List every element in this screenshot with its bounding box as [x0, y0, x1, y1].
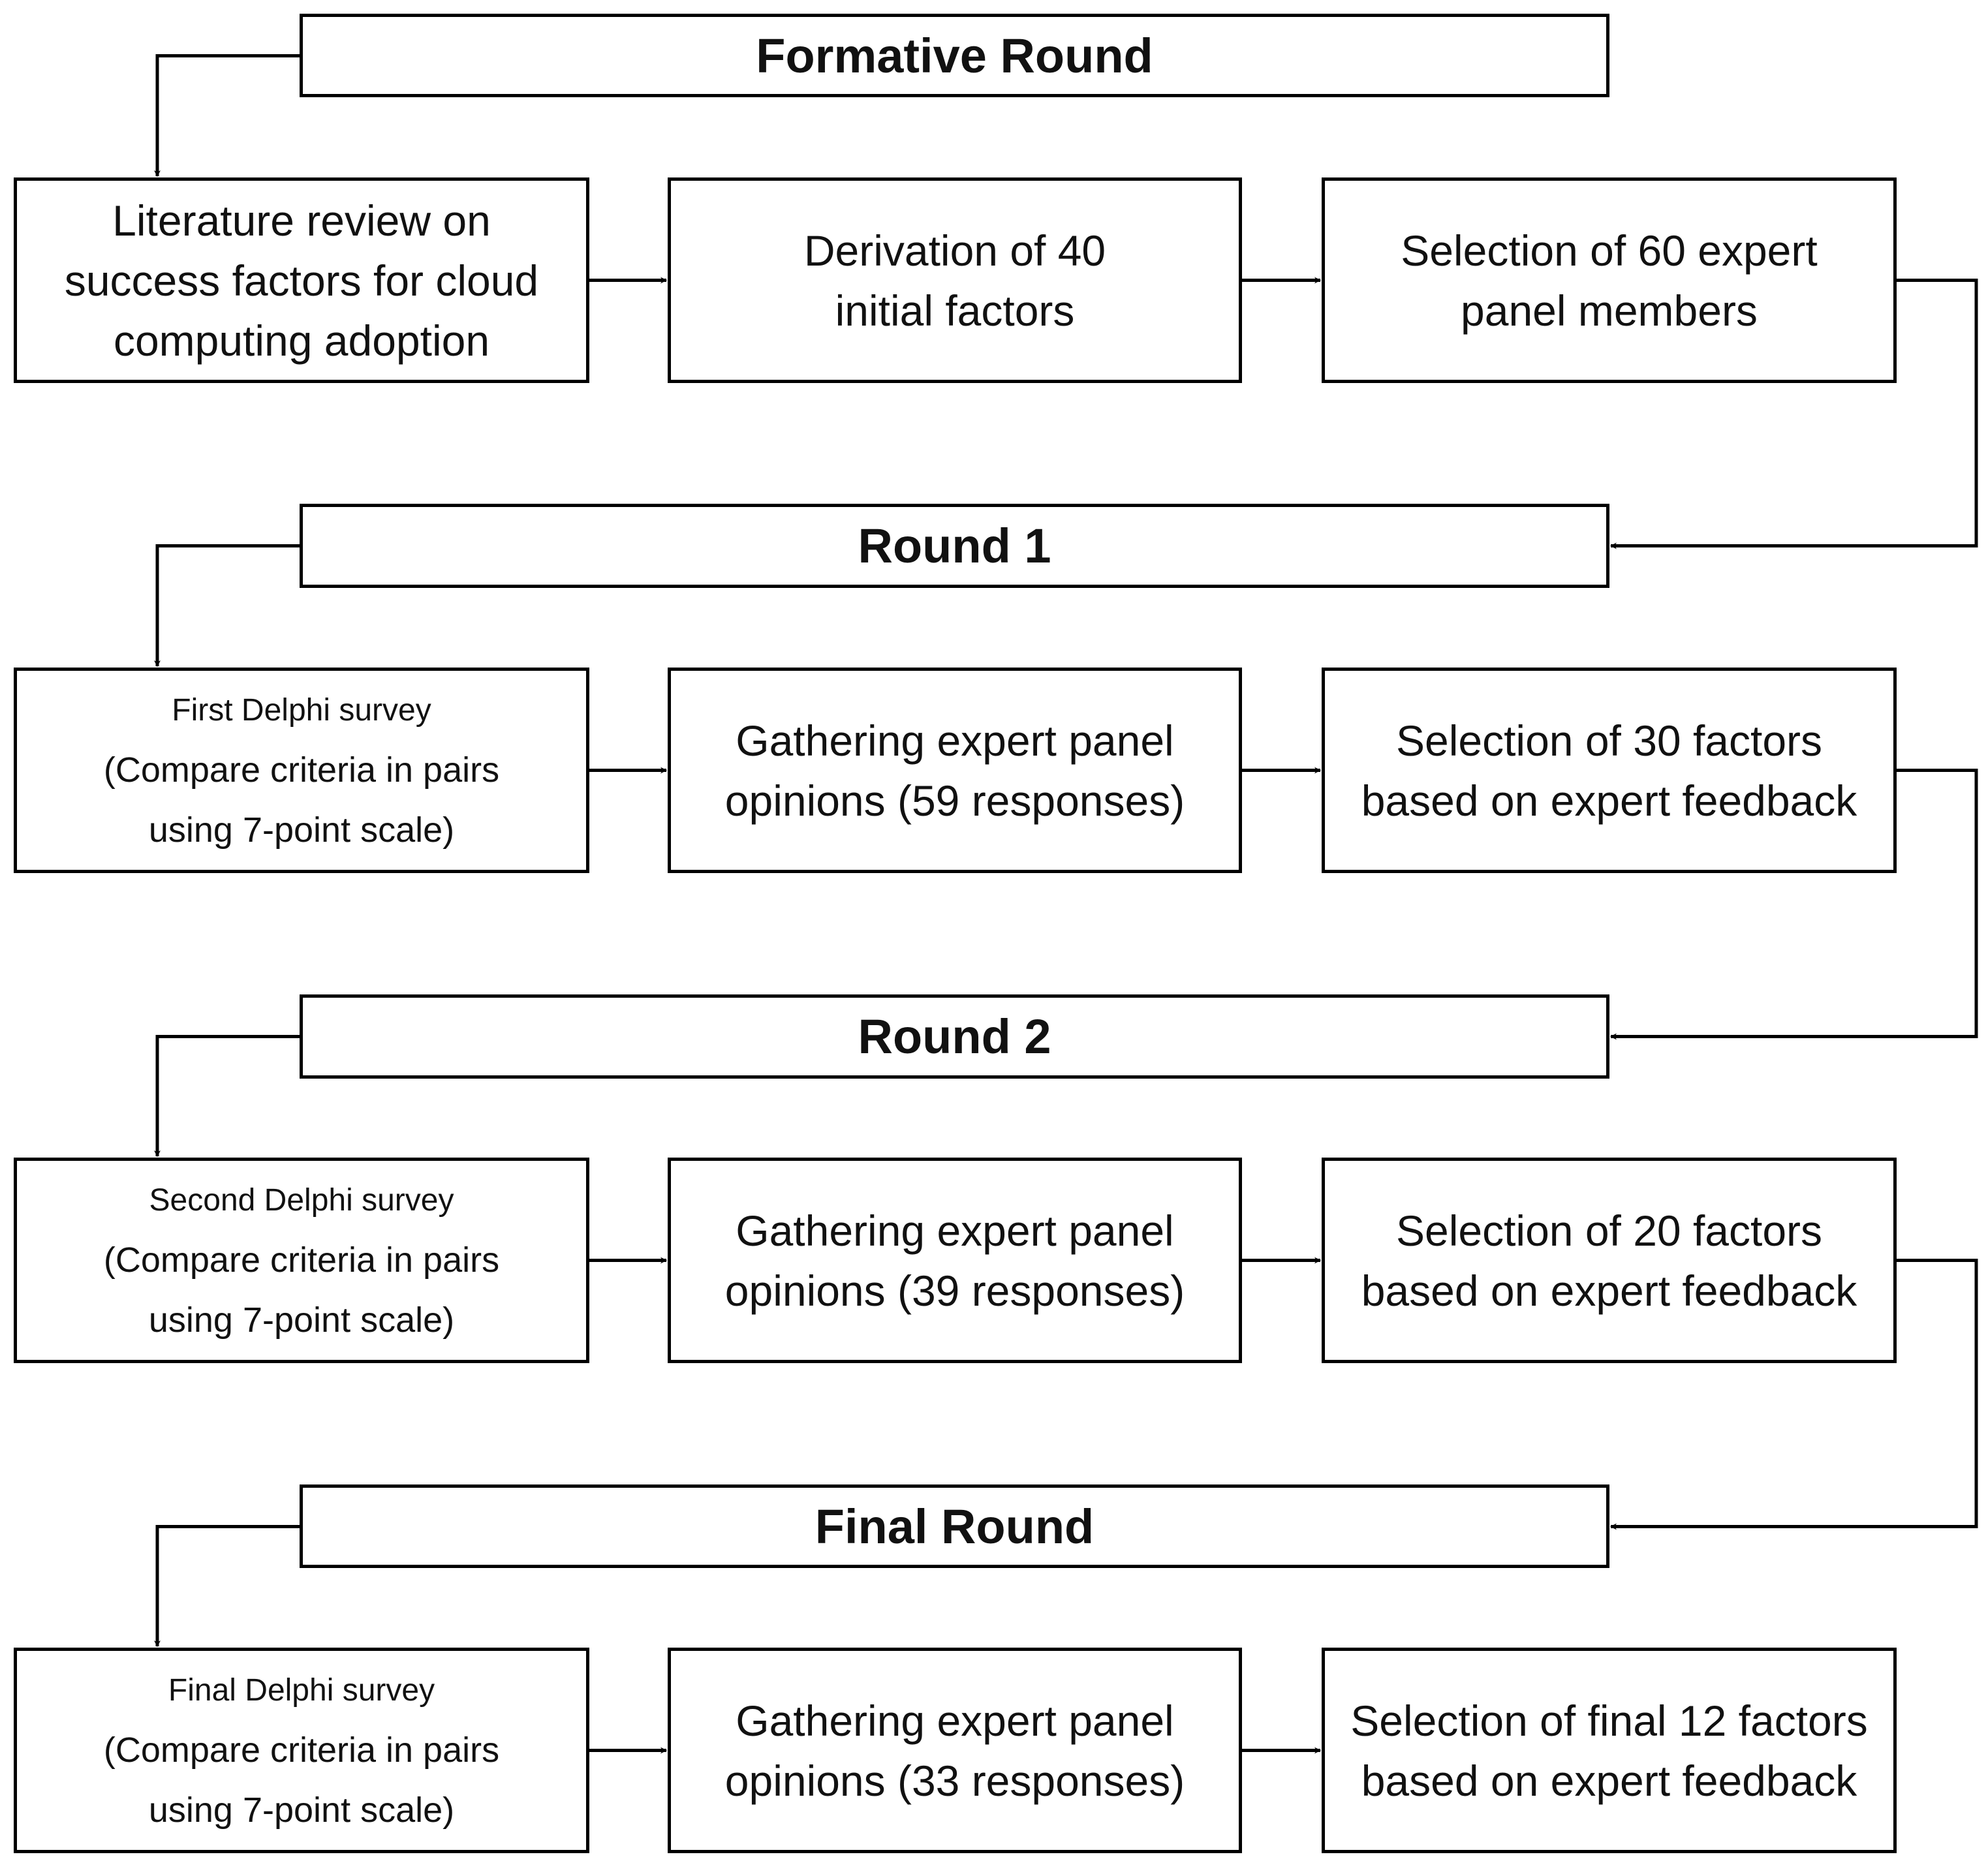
step-second-delphi-survey: Second Delphi survey (Compare criteria i… [14, 1158, 589, 1363]
arrow-header-to-first-step [154, 544, 300, 667]
connector-layer [154, 54, 1978, 1754]
survey-title: Final Delphi survey [168, 1672, 435, 1708]
step-text-line: success factors for cloud [64, 256, 539, 305]
arrow-header-to-first-step [154, 1035, 300, 1157]
step-gathering-opinions-1: Gathering expert panel opinions (59 resp… [668, 668, 1242, 873]
round-header-round-2: Round 2 [300, 994, 1609, 1079]
step-selection-panel: Selection of 60 expert panel members [1322, 177, 1897, 383]
step-text-line: Gathering expert panel [736, 1696, 1174, 1745]
step-derivation-factors: Derivation of 40 initial factors [668, 177, 1242, 383]
round-title: Round 1 [858, 519, 1051, 573]
step-text-line: based on expert feedback [1361, 776, 1857, 825]
step-text-line: Selection of 20 factors [1395, 1206, 1823, 1255]
step-text-line: opinions (59 responses) [724, 776, 1185, 825]
step-text-line: initial factors [835, 286, 1075, 335]
step-selection-20-factors: Selection of 20 factors based on expert … [1322, 1158, 1897, 1363]
arrow-to-next-round [1610, 279, 1978, 549]
step-selection-final-12-factors: Selection of final 12 factors based on e… [1322, 1648, 1897, 1853]
step-text-line: Derivation of 40 [803, 226, 1106, 275]
round-title: Final Round [815, 1499, 1095, 1554]
step-text-line: Literature review on [112, 196, 491, 245]
step-text-line: Gathering expert panel [736, 716, 1174, 765]
arrow-header-to-first-step [154, 54, 300, 177]
arrow-to-next-round [1610, 769, 1978, 1040]
step-text-line: Selection of final 12 factors [1350, 1696, 1868, 1745]
step-text-line: (Compare criteria in pairs [103, 1730, 500, 1770]
step-text-line: opinions (33 responses) [724, 1756, 1185, 1805]
step-text-line: based on expert feedback [1361, 1756, 1857, 1805]
step-text-line: opinions (39 responses) [724, 1266, 1185, 1315]
round-header-round-1: Round 1 [300, 504, 1609, 588]
round-title: Round 2 [858, 1009, 1051, 1064]
survey-title: First Delphi survey [172, 692, 431, 728]
step-first-delphi-survey: First Delphi survey (Compare criteria in… [14, 668, 589, 873]
step-gathering-opinions-3: Gathering expert panel opinions (33 resp… [668, 1648, 1242, 1853]
round-title: Formative Round [756, 28, 1153, 83]
step-text-line: Selection of 30 factors [1395, 716, 1823, 765]
step-text-line: panel members [1461, 286, 1758, 335]
step-selection-30-factors: Selection of 30 factors based on expert … [1322, 668, 1897, 873]
step-text-line: (Compare criteria in pairs [103, 750, 500, 790]
survey-title: Second Delphi survey [149, 1182, 454, 1218]
step-text-line: Gathering expert panel [736, 1206, 1174, 1255]
step-text-line: based on expert feedback [1361, 1266, 1857, 1315]
arrow-header-to-first-step [154, 1525, 300, 1647]
step-final-delphi-survey: Final Delphi survey (Compare criteria in… [14, 1648, 589, 1853]
step-text-line: using 7-point scale) [148, 1790, 455, 1830]
round-header-final-round: Final Round [300, 1484, 1609, 1568]
arrow-to-next-round [1610, 1259, 1978, 1530]
step-text-line: (Compare criteria in pairs [103, 1240, 500, 1280]
step-literature-review: Literature review on success factors for… [14, 177, 589, 383]
step-text-line: Selection of 60 expert [1401, 226, 1818, 275]
step-text-line: using 7-point scale) [148, 810, 455, 850]
step-gathering-opinions-2: Gathering expert panel opinions (39 resp… [668, 1158, 1242, 1363]
step-text-line: computing adoption [113, 316, 490, 365]
step-text-line: using 7-point scale) [148, 1300, 455, 1340]
round-header-formative: Formative Round [300, 14, 1609, 97]
